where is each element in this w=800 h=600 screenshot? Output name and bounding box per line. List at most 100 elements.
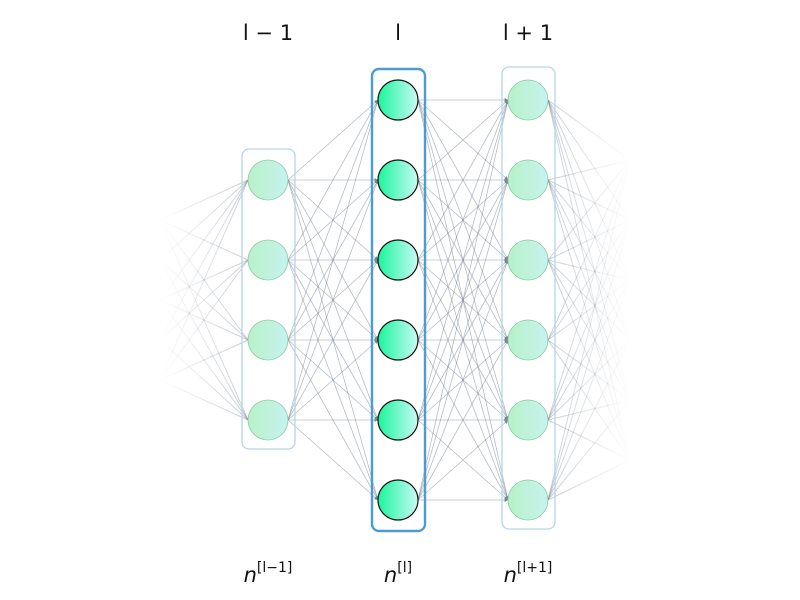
neuron-count-label-current: n[l] [384, 560, 412, 587]
neuron-count-base-current: n [384, 563, 397, 587]
edge [417, 339, 509, 421]
neuron-prev [247, 319, 289, 361]
edge [287, 259, 379, 421]
edge [287, 99, 379, 181]
fading-edge [547, 259, 631, 341]
edge [287, 179, 379, 421]
fading-edge [159, 179, 249, 301]
fading-edge [547, 339, 631, 401]
edge [287, 339, 379, 421]
fading-edge [547, 279, 631, 341]
neuron-curr [377, 479, 419, 521]
edge [287, 99, 379, 261]
edge [287, 179, 379, 341]
fading-edge [547, 339, 631, 501]
edge [417, 99, 509, 181]
layer-box-prev [241, 148, 296, 450]
edge [287, 259, 379, 421]
layer-title-prev: l − 1 [243, 21, 293, 45]
edge [417, 259, 509, 421]
fading-edge [547, 159, 631, 501]
neuron-curr [377, 319, 419, 361]
neuron-curr [377, 79, 419, 121]
neurons [247, 79, 549, 521]
fading-edge [547, 259, 631, 281]
edge [417, 339, 509, 501]
edge [287, 179, 379, 261]
neuron-count-label-next: n[l+1] [504, 560, 553, 587]
fading-edge [547, 219, 631, 341]
edge [417, 179, 509, 261]
edge [417, 99, 509, 181]
edge [417, 179, 509, 501]
edge [417, 259, 509, 421]
outgoing-edges-fade [547, 99, 631, 501]
fading-edge [159, 179, 249, 381]
edge [287, 179, 379, 261]
layer-title-next: l + 1 [503, 21, 553, 45]
neuron-next [507, 319, 549, 361]
incoming-edges-fade [159, 179, 249, 421]
edge [417, 259, 509, 341]
fading-edge [547, 279, 631, 501]
fading-edge [159, 179, 249, 341]
fading-edge [547, 159, 631, 421]
neuron-count-base-prev: n [244, 563, 257, 587]
edge [417, 259, 509, 341]
edge [417, 99, 509, 341]
edge [287, 419, 379, 501]
edge [417, 419, 509, 501]
edge [417, 259, 509, 501]
fading-edge [547, 99, 631, 221]
edge [417, 339, 509, 421]
edge [417, 99, 509, 341]
fading-edge [547, 159, 631, 261]
neuron-next [507, 239, 549, 281]
fading-edge [547, 399, 631, 501]
edge [287, 179, 379, 341]
edge [417, 339, 509, 501]
edge [417, 259, 509, 501]
neuron-next [507, 399, 549, 441]
fading-edge [547, 399, 631, 421]
neuron-count-sup-next: [l+1] [517, 560, 552, 576]
edge [287, 179, 379, 501]
fading-edge [547, 179, 631, 341]
edge [417, 179, 509, 341]
neuron-count-base-next: n [504, 563, 517, 587]
layer-title-current: l [395, 21, 401, 45]
neuron-count-sup-current: [l] [397, 560, 412, 576]
fading-edge [159, 339, 249, 381]
fading-edge [547, 179, 631, 281]
layer-box-current [370, 67, 427, 533]
neuron-prev [247, 239, 289, 281]
fading-edge [159, 379, 249, 421]
edge [287, 259, 379, 501]
fading-edge [547, 159, 631, 181]
neuron-next [507, 479, 549, 521]
edge [417, 99, 509, 261]
fading-edge [547, 99, 631, 281]
edge [287, 339, 379, 421]
edge [417, 179, 509, 421]
edge [417, 179, 509, 421]
edge [417, 99, 509, 261]
edge [417, 419, 509, 501]
layer-box-next [501, 66, 556, 530]
fading-edge [547, 219, 631, 261]
edge [287, 99, 379, 421]
fading-edge [547, 159, 631, 341]
fading-edge [547, 99, 631, 161]
edge [417, 179, 509, 341]
edge [287, 259, 379, 341]
fading-edge [159, 259, 249, 341]
fading-edge [159, 179, 249, 261]
fading-edge [547, 219, 631, 501]
edge [417, 179, 509, 261]
edge [417, 99, 510, 501]
edges-current-to-next [417, 98, 510, 502]
fading-edge [159, 259, 249, 381]
neuron-curr [377, 399, 419, 441]
edge [417, 99, 509, 421]
